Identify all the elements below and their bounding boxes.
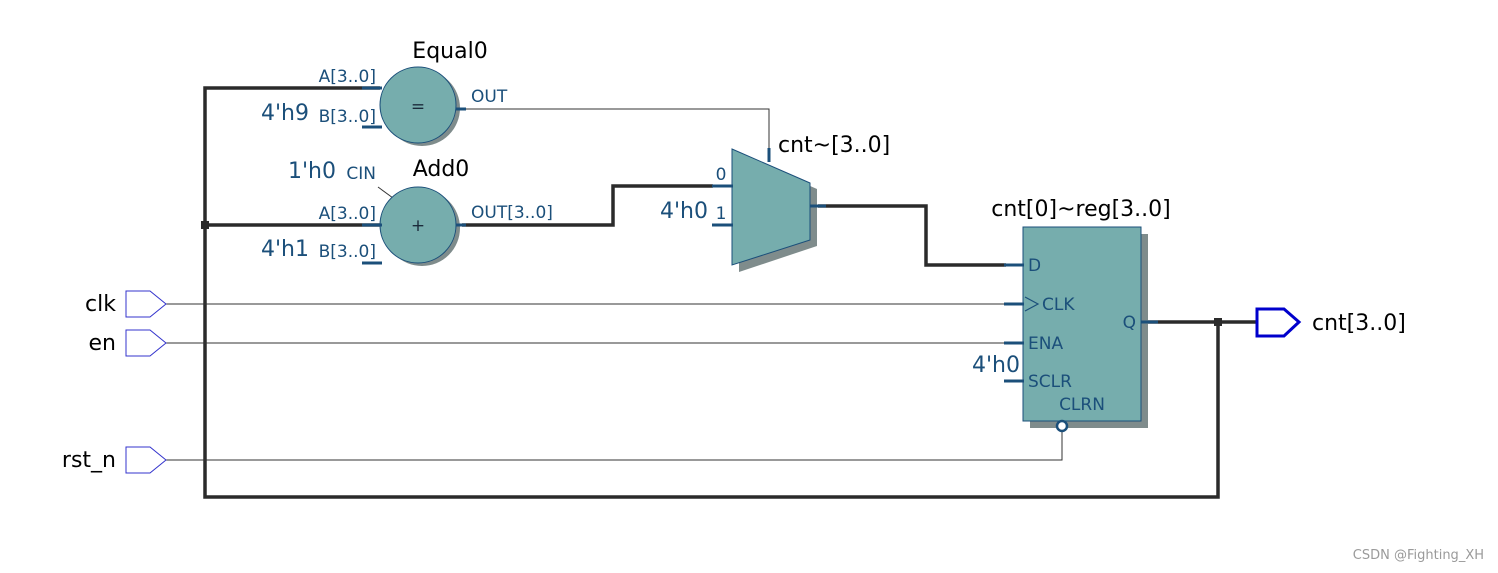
junction-dot	[201, 221, 209, 229]
reg-pin-clk: CLK	[1042, 295, 1075, 315]
reg-const-sclr: 4'h0	[972, 353, 1020, 378]
equal-symbol: =	[411, 97, 425, 117]
mux-to-reg-bus-wire	[818, 204, 1006, 267]
equal-pin-out: OUT	[471, 87, 508, 107]
junction-dot	[1214, 318, 1222, 326]
add-to-mux-bus-wire	[462, 184, 713, 227]
reg-pin-sclr: SCLR	[1028, 372, 1072, 392]
equal-to-mux-select-wire	[462, 108, 770, 150]
input-port-en[interactable]	[125, 329, 167, 357]
add-pin-b: B[3..0]	[319, 242, 376, 262]
add-pin-a: A[3..0]	[319, 204, 376, 224]
input-port-en-label: en	[89, 331, 116, 356]
add-pin-out: OUT[3..0]	[471, 203, 553, 223]
add-const-cin: 1'h0	[288, 159, 336, 184]
mux-const-1: 4'h0	[660, 199, 708, 224]
add-symbol: +	[411, 216, 425, 236]
input-port-rst-n-label: rst_n	[62, 448, 116, 473]
equal-const-b: 4'h9	[261, 101, 309, 126]
mux-block-name: cnt~[3..0]	[778, 133, 890, 158]
register-block[interactable]	[1004, 226, 1158, 433]
equal-pin-a: A[3..0]	[319, 67, 376, 87]
add-const-b: 4'h1	[261, 237, 309, 262]
output-port-cnt[interactable]	[1255, 307, 1302, 338]
equal-pin-b: B[3..0]	[319, 107, 376, 127]
reg-pin-q: Q	[1123, 313, 1136, 333]
cin-wire	[377, 186, 394, 199]
input-port-rst-n[interactable]	[125, 446, 167, 474]
mux-pin-1: 1	[716, 204, 727, 224]
reg-block-name: cnt[0]~reg[3..0]	[991, 197, 1170, 222]
multiplexer[interactable]	[712, 148, 826, 272]
mux-pin-0: 0	[716, 165, 727, 185]
equal-comparator[interactable]: =	[362, 66, 466, 146]
input-port-clk[interactable]	[125, 290, 167, 318]
reg-pin-ena: ENA	[1028, 334, 1063, 354]
reg-pin-d: D	[1028, 256, 1041, 276]
adder[interactable]: +	[362, 186, 466, 266]
add-block-name: Add0	[413, 157, 470, 182]
add-pin-cin: CIN	[346, 164, 376, 184]
feedback-bus-wire	[203, 86, 1220, 499]
reg-pin-clrn: CLRN	[1059, 395, 1105, 415]
watermark: CSDN @Fighting_XH	[1353, 548, 1484, 563]
input-port-clk-label: clk	[85, 292, 116, 317]
output-port-cnt-label: cnt[3..0]	[1312, 311, 1406, 336]
equal-block-name: Equal0	[412, 39, 487, 64]
rst-n-wire	[166, 432, 1063, 461]
